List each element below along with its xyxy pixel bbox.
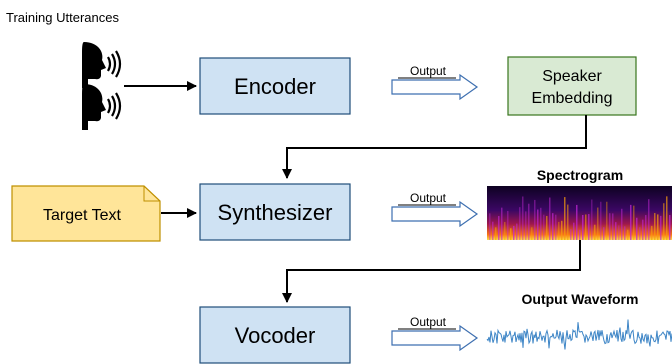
- embedding-to-synthesizer-arrow: [282, 115, 587, 179]
- speaking-head-icon: [82, 84, 122, 130]
- vocoder-block: Vocoder: [199, 306, 351, 364]
- output-label: Output: [410, 315, 447, 329]
- vocoder-label: Vocoder: [235, 323, 316, 348]
- speaker-embedding-label-line1: Speaker: [542, 68, 602, 85]
- output-arrow: Output: [391, 191, 479, 228]
- speaker-embedding-label-line2: Embedding: [532, 90, 613, 107]
- synthesizer-label: Synthesizer: [218, 200, 333, 225]
- output-waveform-title: Output Waveform: [522, 291, 639, 307]
- output-arrow: Output: [391, 64, 479, 101]
- training-utterances-label: Training Utterances: [6, 10, 119, 25]
- output-waveform-image: [486, 310, 672, 364]
- output-label: Output: [410, 191, 447, 205]
- encoder-label: Encoder: [234, 74, 316, 99]
- spectrogram-image: [487, 186, 672, 240]
- speaker-embedding-block: Speaker Embedding: [507, 56, 637, 116]
- encoder-block: Encoder: [199, 57, 351, 115]
- output-arrow: Output: [391, 315, 479, 352]
- synthesizer-block: Synthesizer: [199, 183, 351, 241]
- target-text-block: Target Text: [11, 185, 161, 242]
- spectrogram-title: Spectrogram: [537, 167, 623, 183]
- speaking-head-icon: [82, 42, 122, 88]
- output-label: Output: [410, 64, 447, 78]
- target-text-label: Target Text: [43, 207, 122, 224]
- spectrogram-to-vocoder-arrow: [282, 240, 581, 303]
